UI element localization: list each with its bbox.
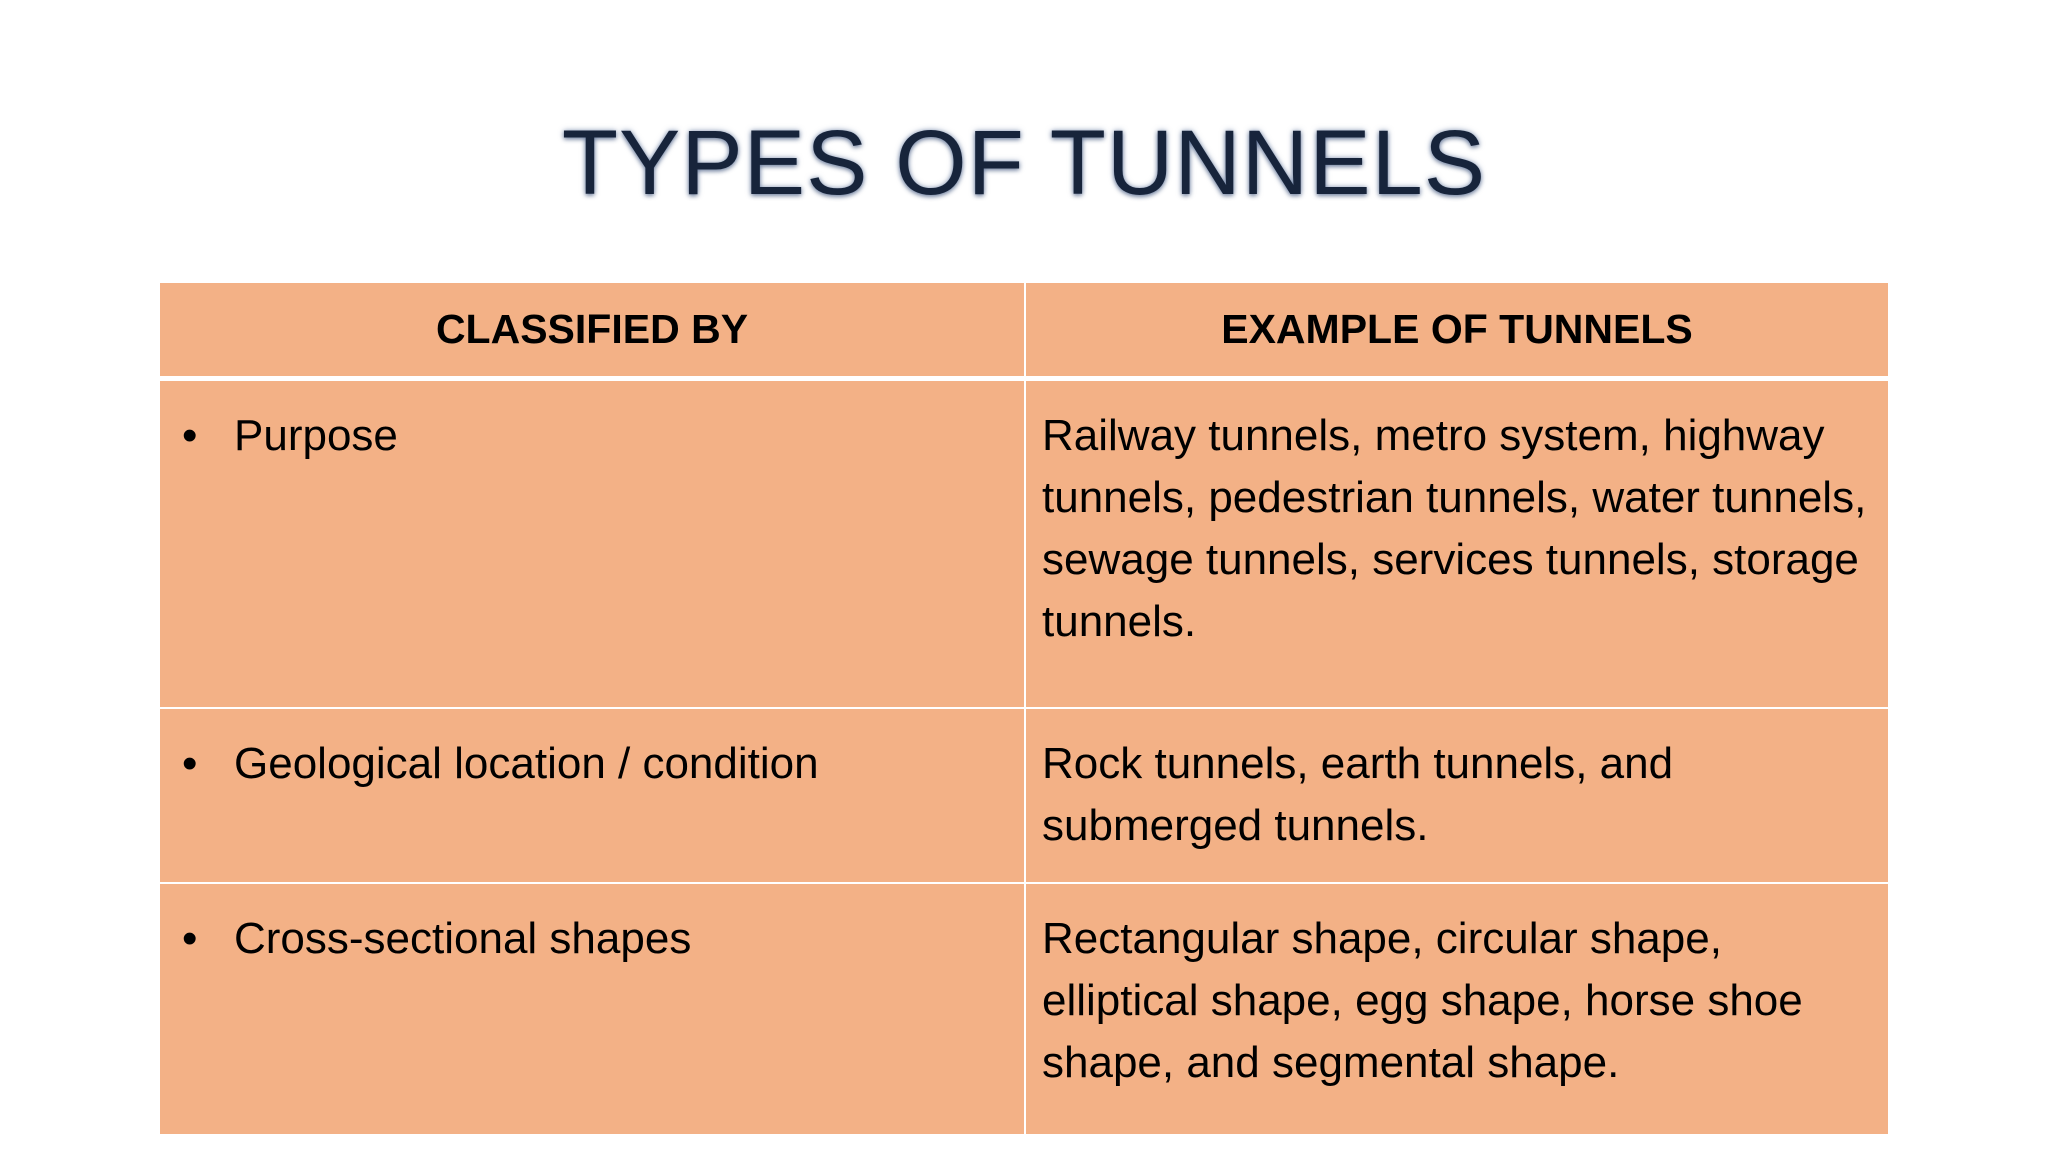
- category-cell: • Cross-sectional shapes: [158, 882, 1026, 1136]
- table-row: • Cross-sectional shapes Rectangular shap…: [158, 882, 1890, 1136]
- examples-cell: Railway tunnels, metro system, highway t…: [1024, 377, 1890, 709]
- bullet-icon: •: [182, 739, 198, 788]
- header-classified-by: CLASSIFIED BY: [158, 281, 1026, 381]
- category-cell: • Geological location / condition: [158, 707, 1026, 884]
- examples-cell: Rock tunnels, earth tunnels, and submerg…: [1024, 707, 1890, 884]
- category-label: Cross-sectional shapes: [234, 914, 692, 963]
- category-cell: • Purpose: [158, 377, 1026, 709]
- tunnel-types-table-container: CLASSIFIED BY EXAMPLE OF TUNNELS • Purpos…: [158, 281, 1890, 1136]
- table-row: • Geological location / condition Rock tu…: [158, 707, 1890, 884]
- examples-cell: Rectangular shape, circular shape, ellip…: [1024, 882, 1890, 1136]
- category-label: Purpose: [234, 410, 398, 460]
- category-label: Geological location / condition: [234, 739, 819, 788]
- table-header-row: CLASSIFIED BY EXAMPLE OF TUNNELS: [158, 281, 1890, 381]
- slide-title: TYPES OF TUNNELS: [561, 112, 1487, 214]
- header-example-of-tunnels: EXAMPLE OF TUNNELS: [1024, 281, 1890, 381]
- bullet-icon: •: [182, 410, 198, 460]
- bullet-icon: •: [182, 914, 198, 963]
- table-row: • Purpose Railway tunnels, metro system, …: [158, 377, 1890, 709]
- tunnel-types-table: CLASSIFIED BY EXAMPLE OF TUNNELS • Purpos…: [158, 281, 1890, 1136]
